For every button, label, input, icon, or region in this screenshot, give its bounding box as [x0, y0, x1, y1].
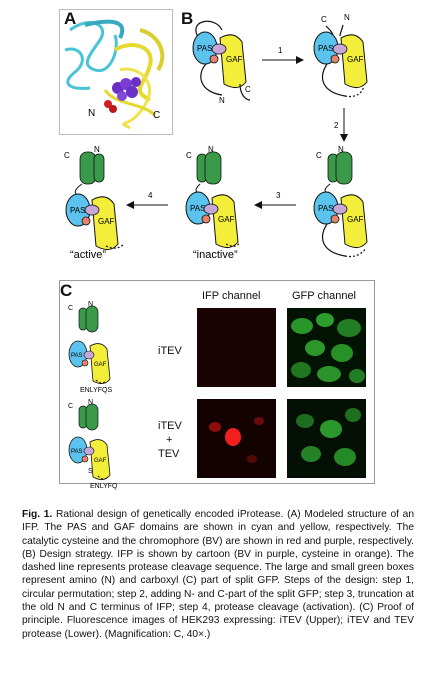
panel-b-diagram: PAS GAF N C 1 C N PAS GAF 2 C N PAS	[64, 13, 368, 261]
construct-permuted: C N PAS GAF	[313, 13, 368, 98]
svg-text:N: N	[94, 145, 100, 154]
construct-inactive: C N PAS GAF	[185, 145, 241, 248]
structure-c-label: C	[153, 110, 160, 121]
svg-text:GAF: GAF	[226, 55, 243, 64]
svg-text:PAS: PAS	[318, 204, 333, 213]
chromophore-bv	[112, 77, 141, 101]
panel-c-frame	[59, 280, 375, 484]
svg-text:GAF: GAF	[94, 458, 107, 464]
row-label-itev-tev-2: TEV	[158, 448, 180, 460]
svg-text:PAS: PAS	[70, 206, 85, 215]
step-4-label: 4	[148, 191, 153, 200]
svg-text:C: C	[68, 305, 73, 312]
svg-text:C: C	[245, 85, 251, 94]
svg-text:N: N	[344, 13, 350, 22]
column-label-gfp: GFP channel	[292, 290, 357, 302]
image-ifp-lower	[197, 399, 276, 478]
row-label-itev-tev-1: iTEV	[158, 420, 182, 432]
seq-enlyfq: ENLYFQ	[90, 483, 118, 490]
svg-text:C: C	[321, 15, 327, 24]
svg-text:N: N	[88, 399, 93, 406]
step-3-label: 3	[276, 191, 281, 200]
svg-text:C: C	[68, 403, 73, 410]
step-2-label: 2	[334, 121, 339, 130]
svg-text:GAF: GAF	[94, 362, 107, 368]
svg-text:N: N	[338, 145, 344, 154]
state-inactive-label: “inactive”	[193, 249, 238, 261]
svg-text:PAS: PAS	[71, 353, 83, 359]
column-label-ifp: IFP channel	[202, 290, 261, 302]
structure-n-label: N	[88, 108, 95, 119]
svg-text:PAS: PAS	[71, 449, 83, 455]
svg-text:GAF: GAF	[347, 215, 364, 224]
seq-enlyfqs: ENLYFQS	[80, 387, 112, 394]
svg-text:N: N	[88, 301, 93, 308]
image-gfp-lower	[287, 399, 366, 478]
construct-itev-lower: C N PAS GAF S ENLYFQ	[68, 399, 118, 490]
svg-text:N: N	[219, 96, 225, 105]
panel-a-structure: N C	[59, 9, 173, 135]
seq-s: S	[88, 468, 93, 475]
construct-wildtype: PAS GAF N C	[192, 20, 251, 105]
state-active-label: “active”	[70, 249, 106, 261]
svg-text:PAS: PAS	[190, 204, 205, 213]
figure-caption: Fig. 1. Rational design of genetically e…	[22, 508, 414, 641]
row-label-itev-tev-plus: +	[166, 434, 173, 446]
caption-fig-label: Fig. 1.	[22, 509, 53, 520]
panel-c-constructs: C N PAS GAF ENLYFQS C N PAS GAF S ENLYFQ	[68, 301, 118, 490]
svg-text:GAF: GAF	[98, 217, 115, 226]
step-1-label: 1	[278, 46, 283, 55]
row-label-itev: iTEV	[158, 345, 182, 357]
construct-itev-upper: C N PAS GAF ENLYFQS	[68, 301, 112, 394]
svg-text:GAF: GAF	[347, 55, 364, 64]
panel-label-a: A	[64, 9, 77, 28]
construct-active: C N PAS GAF	[64, 145, 125, 250]
svg-text:GAF: GAF	[218, 215, 235, 224]
panel-label-c: C	[60, 281, 73, 300]
svg-text:PAS: PAS	[197, 44, 212, 53]
svg-text:C: C	[316, 151, 322, 160]
svg-text:PAS: PAS	[318, 44, 333, 53]
construct-split-gfp: C N PAS GAF	[313, 145, 368, 258]
svg-text:N: N	[208, 145, 214, 154]
panel-label-b: B	[181, 9, 194, 28]
caption-text: Rational design of genetically encoded i…	[22, 509, 414, 640]
svg-text:C: C	[64, 151, 70, 160]
cysteine-red	[104, 100, 112, 108]
image-ifp-upper	[197, 308, 276, 387]
protein-structure-image: N C	[64, 19, 165, 130]
svg-text:C: C	[186, 151, 192, 160]
image-gfp-upper	[287, 308, 366, 387]
